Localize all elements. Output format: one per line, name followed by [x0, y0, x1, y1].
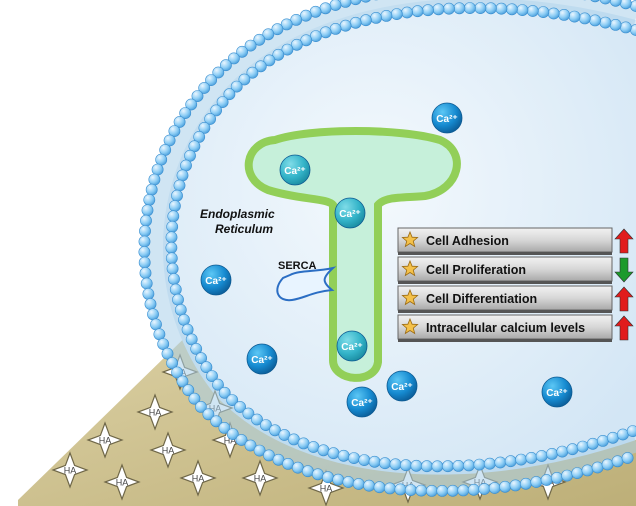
down-arrow-icon [614, 257, 634, 283]
svg-text:HA: HA [116, 478, 129, 488]
cell-membrane [138, 0, 636, 497]
calcium-ion: Ca²⁺ [346, 386, 378, 418]
calcium-ion: Ca²⁺ [541, 376, 573, 408]
ha-particle: HA [136, 393, 174, 431]
endoplasmic-reticulum [244, 127, 461, 382]
legend-row: Cell Differentiation [397, 285, 634, 313]
ha-particle: HA [86, 421, 124, 459]
svg-text:Ca²⁺: Ca²⁺ [284, 166, 305, 177]
svg-text:HA: HA [149, 408, 162, 418]
legend-row: Cell Adhesion [397, 227, 634, 255]
calcium-ion: Ca²⁺ [246, 343, 278, 375]
ha-particle: HA [241, 459, 279, 497]
svg-text:Ca²⁺: Ca²⁺ [339, 209, 360, 220]
svg-text:HA: HA [64, 466, 77, 476]
svg-text:Ca²⁺: Ca²⁺ [351, 398, 372, 409]
up-arrow-icon [614, 315, 634, 341]
svg-text:Ca²⁺: Ca²⁺ [391, 382, 412, 393]
svg-text:Ca²⁺: Ca²⁺ [341, 342, 362, 353]
calcium-ion: Ca²⁺ [334, 197, 366, 229]
star-icon [401, 259, 419, 277]
svg-text:HA: HA [192, 474, 205, 484]
up-arrow-icon [614, 286, 634, 312]
star-icon [401, 317, 419, 335]
er-label-line2: Reticulum [215, 222, 273, 236]
er-label-line1: Endoplasmic [200, 207, 275, 221]
calcium-ion: Ca²⁺ [386, 370, 418, 402]
legend-label: Cell Adhesion [426, 234, 509, 248]
calcium-ion: Ca²⁺ [336, 330, 368, 362]
svg-text:HA: HA [320, 484, 333, 494]
svg-text:Ca²⁺: Ca²⁺ [205, 276, 226, 287]
legend-label: Cell Proliferation [426, 263, 526, 277]
serca-pump [276, 266, 337, 302]
ha-particle: HA [149, 431, 187, 469]
legend-row: Intracellular calcium levels [397, 314, 634, 342]
calcium-ion: Ca²⁺ [431, 102, 463, 134]
svg-text:HA: HA [254, 474, 267, 484]
ha-particle: HA [51, 451, 89, 489]
svg-text:Ca²⁺: Ca²⁺ [251, 355, 272, 366]
svg-text:HA: HA [224, 436, 237, 446]
legend-row: Cell Proliferation [397, 256, 634, 284]
ha-particle: HA [103, 463, 141, 501]
calcium-ion: Ca²⁺ [279, 154, 311, 186]
ha-particle: HA [307, 469, 345, 506]
up-arrow-icon [614, 228, 634, 254]
calcium-ion: Ca²⁺ [200, 264, 232, 296]
svg-text:Ca²⁺: Ca²⁺ [436, 114, 457, 125]
ha-particle: HA [179, 459, 217, 497]
svg-text:Ca²⁺: Ca²⁺ [546, 388, 567, 399]
legend-label: Cell Differentiation [426, 292, 537, 306]
star-icon [401, 230, 419, 248]
svg-text:HA: HA [99, 436, 112, 446]
legend-label: Intracellular calcium levels [426, 321, 585, 335]
serca-label: SERCA [278, 260, 317, 272]
star-icon [401, 288, 419, 306]
svg-text:HA: HA [162, 446, 175, 456]
